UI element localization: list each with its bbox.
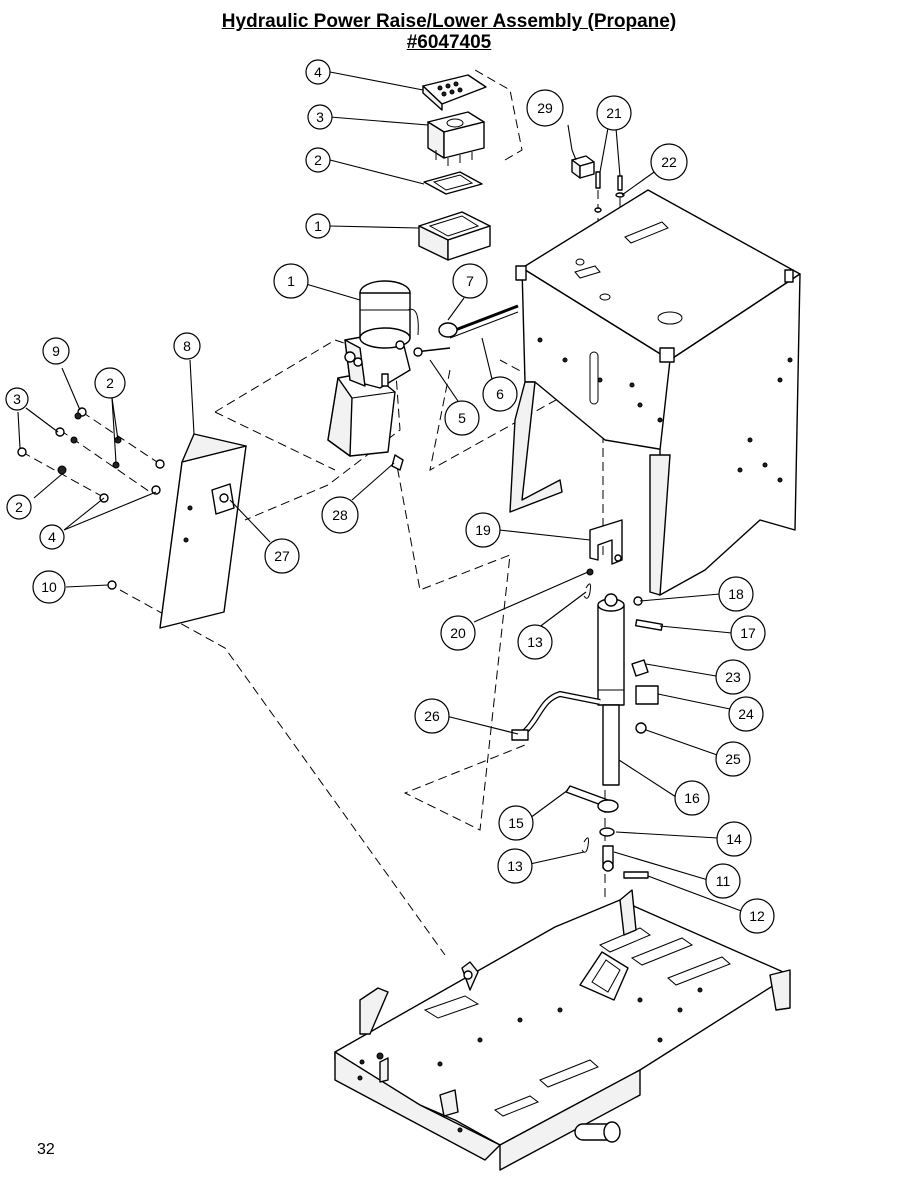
- callout-13-upper: 13: [517, 624, 553, 660]
- callout-3-left: 3: [5, 387, 29, 411]
- callout-15: 15: [498, 805, 534, 841]
- svg-text:14: 14: [726, 831, 742, 847]
- callout-21: 21: [596, 95, 632, 131]
- svg-text:20: 20: [450, 625, 466, 641]
- callout-18: 18: [718, 576, 754, 612]
- switch-stack: [418, 74, 491, 261]
- svg-text:4: 4: [314, 64, 322, 80]
- leader-lines: [17, 71, 745, 913]
- rocker-cap: [422, 74, 487, 111]
- svg-text:25: 25: [725, 751, 741, 767]
- svg-text:4: 4: [48, 529, 56, 545]
- pedestal-box: [509, 155, 801, 596]
- svg-text:23: 23: [725, 669, 741, 685]
- callout-6: 6: [482, 376, 518, 412]
- svg-text:2: 2: [106, 375, 114, 391]
- callout-bubbles: 4 3 2 1 29 21 22 1 7 6 5 9 2 8 3 2 4 27 …: [5, 59, 775, 934]
- svg-text:6: 6: [496, 386, 504, 402]
- callout-4-left: 4: [39, 524, 65, 550]
- part-number: #6047405: [406, 32, 492, 53]
- svg-text:22: 22: [661, 154, 677, 170]
- callout-7: 7: [452, 263, 488, 299]
- breather-and-hose: [391, 304, 519, 471]
- callout-12: 12: [739, 898, 775, 934]
- callout-13-lower: 13: [497, 848, 533, 884]
- page-number: 32: [37, 1141, 55, 1158]
- callout-5: 5: [444, 400, 480, 436]
- svg-text:11: 11: [716, 873, 731, 889]
- callout-22: 22: [650, 143, 688, 181]
- svg-text:3: 3: [316, 109, 324, 125]
- callout-2-top: 2: [305, 147, 331, 173]
- callout-24: 24: [728, 696, 764, 732]
- svg-text:2: 2: [15, 499, 23, 515]
- svg-text:26: 26: [424, 708, 440, 724]
- base-frame: [334, 889, 791, 1171]
- callout-9: 9: [42, 337, 70, 365]
- hydraulic-power-unit: [327, 280, 419, 457]
- loose-hardware-left: [17, 407, 165, 590]
- svg-text:7: 7: [466, 273, 474, 289]
- svg-text:21: 21: [606, 105, 622, 121]
- cowling-panel: [159, 433, 247, 629]
- callout-2-left-bottom: 2: [6, 494, 32, 520]
- callout-2-left-top: 2: [94, 367, 126, 399]
- svg-text:5: 5: [458, 410, 466, 426]
- callout-23: 23: [715, 659, 751, 695]
- callout-17: 17: [730, 615, 766, 651]
- callout-26: 26: [414, 698, 450, 734]
- bezel: [418, 211, 491, 261]
- callout-14: 14: [716, 821, 752, 857]
- callout-1-pump: 1: [273, 263, 309, 299]
- svg-text:29: 29: [537, 100, 553, 116]
- callout-3-top: 3: [307, 104, 333, 130]
- svg-text:9: 9: [52, 343, 60, 359]
- callout-25: 25: [715, 741, 751, 777]
- svg-text:1: 1: [314, 218, 322, 234]
- callout-1-top: 1: [305, 213, 331, 239]
- svg-text:24: 24: [738, 706, 754, 722]
- svg-text:13: 13: [507, 858, 523, 874]
- svg-text:16: 16: [684, 790, 700, 806]
- callout-11: 11: [705, 863, 741, 899]
- callout-27: 27: [264, 538, 300, 574]
- svg-text:2: 2: [314, 152, 322, 168]
- svg-text:28: 28: [332, 507, 348, 523]
- lift-cylinder: [511, 519, 664, 879]
- svg-text:13: 13: [527, 634, 543, 650]
- svg-text:19: 19: [475, 522, 491, 538]
- callout-10: 10: [32, 570, 66, 604]
- switch-body: [427, 111, 485, 166]
- callout-19: 19: [465, 512, 501, 548]
- svg-text:27: 27: [274, 548, 290, 564]
- callout-20: 20: [440, 615, 476, 651]
- gasket: [423, 171, 483, 195]
- diagram-title: Hydraulic Power Raise/Lower Assembly (Pr…: [221, 11, 677, 32]
- svg-text:18: 18: [728, 586, 744, 602]
- svg-text:15: 15: [508, 815, 524, 831]
- callout-29: 29: [526, 89, 564, 127]
- callout-28: 28: [321, 496, 359, 534]
- svg-text:17: 17: [740, 625, 756, 641]
- svg-text:3: 3: [13, 391, 21, 407]
- callout-8: 8: [173, 332, 201, 360]
- callout-16: 16: [674, 780, 710, 816]
- callout-4-top: 4: [305, 59, 331, 85]
- svg-text:12: 12: [749, 908, 765, 924]
- svg-text:1: 1: [287, 273, 295, 289]
- svg-text:10: 10: [41, 579, 57, 595]
- svg-text:8: 8: [183, 338, 191, 354]
